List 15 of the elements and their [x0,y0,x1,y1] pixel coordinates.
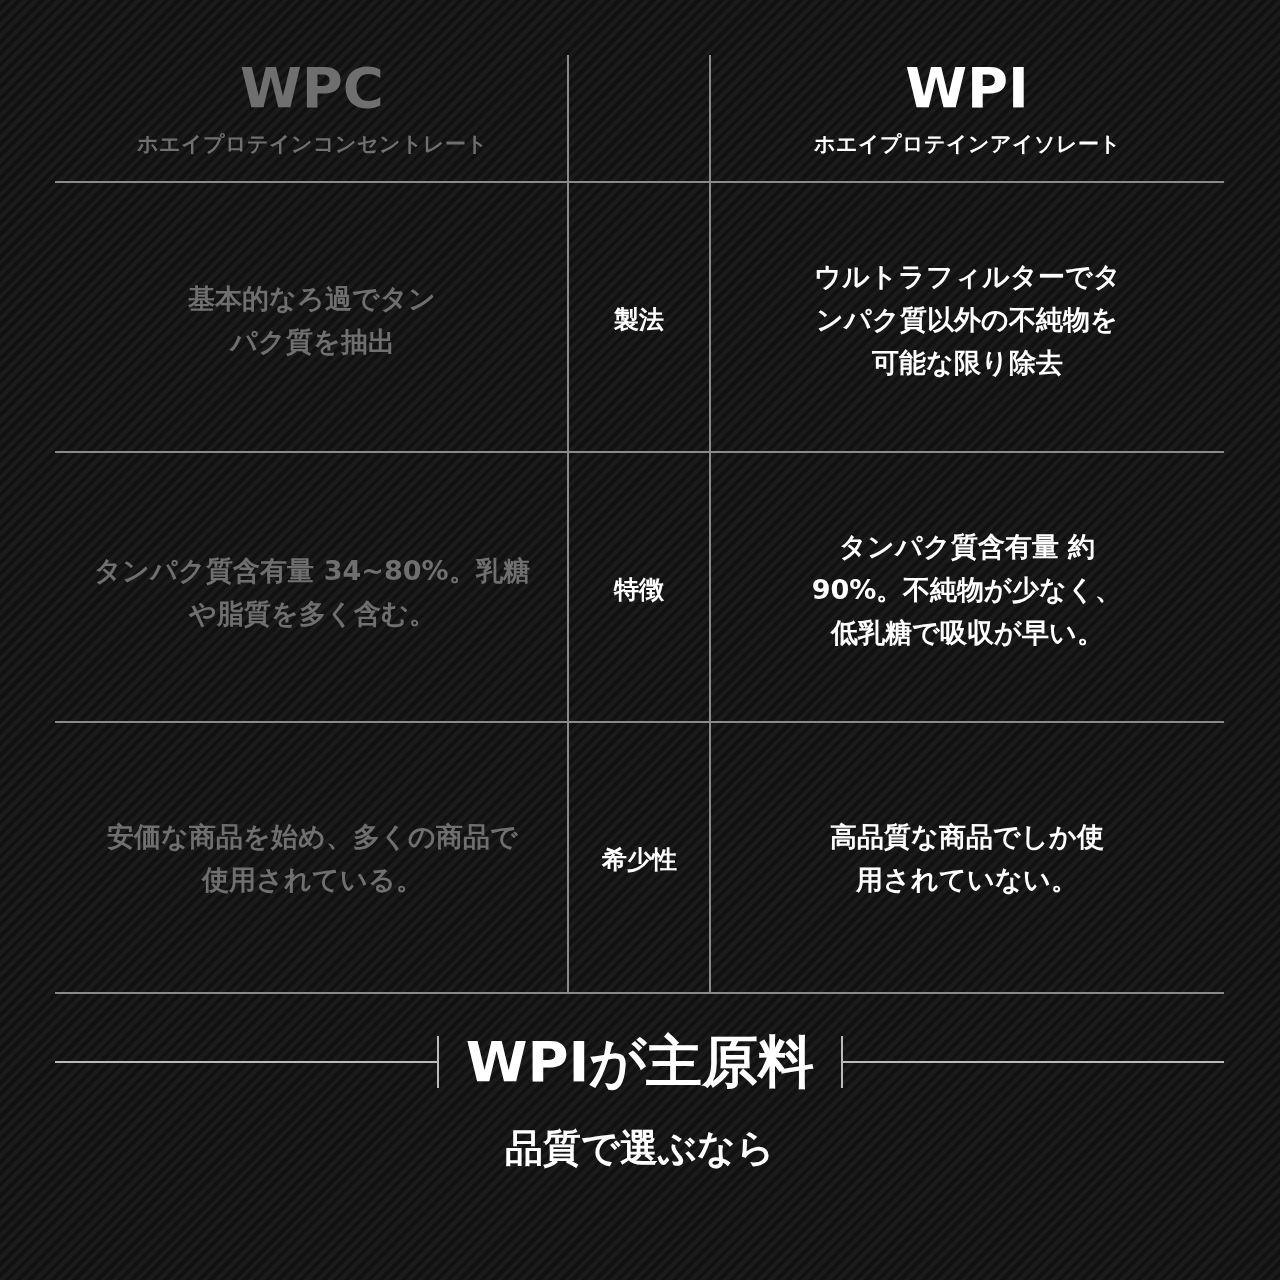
row-heading: 製法 [614,304,664,336]
table-cell-text: 基本的なろ過でタンパク質を抽出 [187,281,437,359]
row-heading: 希少性 [601,844,677,876]
column-heading: WPI [905,57,1029,119]
column-subheading: ホエイプロテインアイソレート [813,131,1121,159]
table-cell-text: タンパク質含有量 34~80%。乳糖や脂質を多く含む。 [93,553,531,631]
tagline: 品質で選ぶなら [505,1124,775,1172]
column-subheading: ホエイプロテインコンセントレート [136,131,488,159]
table-cell-text: 高品質な商品でしか使用されていない。 [829,819,1105,897]
section-heading: WPIが主原料 [465,1031,815,1093]
table-cell-text: 安価な商品を始め、多くの商品で使用されている。 [105,819,519,897]
table-cell-text: タンパク質含有量 約90%。不純物が少なく、低乳糖で吸収が早い。 [810,530,1124,651]
row-heading: 特徴 [614,574,664,606]
table-cell-text: ウルトラフィルターでタンパク質以外の不純物を可能な限り除去 [812,260,1122,381]
column-heading: WPC [240,57,384,119]
